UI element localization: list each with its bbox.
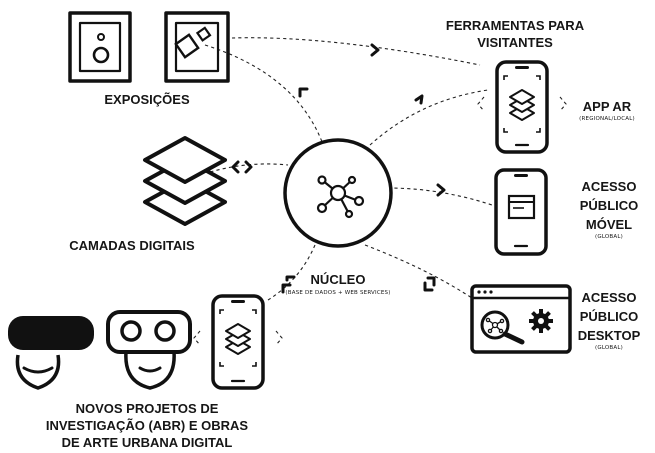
arrow-corner-icon-2	[426, 276, 436, 287]
connector-exposicoes-hub	[204, 44, 326, 151]
hub-title: NÚCLEO	[311, 272, 366, 287]
app-ar-node: APP AR (REGIONAL/LOCAL)	[477, 60, 635, 154]
arrow-right-icon-3	[436, 183, 446, 197]
app-ar-label: APP AR	[583, 99, 632, 114]
connector-hub-app-ar	[369, 89, 489, 146]
movel-line1: ACESSO	[582, 179, 637, 194]
movel-line2: PÚBLICO	[580, 198, 639, 213]
layers-icon	[143, 136, 227, 226]
ferramentas-line1: FERRAMENTAS PARA	[446, 18, 585, 33]
connector-hub-desktop	[364, 244, 476, 301]
desktop-line2: PÚBLICO	[580, 309, 639, 324]
arrow-corner-icon	[423, 281, 434, 292]
arrow-up-icon	[298, 87, 309, 98]
gear-icon	[529, 309, 553, 333]
arrow-corner-icon-4	[285, 275, 296, 282]
desktop-line1: ACESSO	[582, 290, 637, 305]
exposicoes-label: EXPOSIÇÕES	[104, 92, 190, 107]
arrow-corner-icon-3	[281, 283, 292, 294]
mobile-phone-icon	[494, 168, 548, 256]
ar-phone-icon	[477, 60, 567, 154]
desktop-line3: DESKTOP	[578, 328, 641, 343]
hub-subtitle: (BASE DE DADOS + WEB SERVICES)	[285, 290, 390, 296]
novos-node: NOVOS PROJETOS DE INVESTIGAÇÃO (ABR) E O…	[8, 294, 283, 450]
connector-arrows	[231, 43, 446, 294]
connector-exposicoes-visitantes	[231, 37, 481, 66]
app-ar-scope: (REGIONAL/LOCAL)	[579, 116, 635, 122]
arrow-up-right-icon	[414, 94, 424, 105]
desktop-scope: (GLOBAL)	[595, 345, 623, 351]
network-icon	[316, 175, 365, 219]
novos-line3: DE ARTE URBANA DIGITAL	[62, 435, 233, 450]
ar-field-left	[477, 96, 485, 112]
novos-line2: INVESTIGAÇÃO (ABR) E OBRAS	[46, 418, 249, 433]
arrow-left-icon	[231, 160, 240, 174]
ar-field-right	[559, 96, 567, 112]
camadas-label: CAMADAS DIGITAIS	[69, 238, 195, 253]
hub-node: NÚCLEO (BASE DE DADOS + WEB SERVICES)	[283, 138, 393, 296]
ferramentas-node: FERRAMENTAS PARA VISITANTES	[446, 18, 585, 50]
exhibit-panel-icon	[68, 11, 132, 83]
novos-line1: NOVOS PROJETOS DE	[76, 401, 219, 416]
exposicoes-node: EXPOSIÇÕES	[68, 11, 230, 107]
ferramentas-line2: VISITANTES	[477, 35, 553, 50]
connector-hub-novos	[267, 244, 316, 301]
movel-line3: MÓVEL	[586, 217, 632, 232]
magnifier-icon	[480, 310, 525, 345]
camadas-node: CAMADAS DIGITAIS	[69, 136, 227, 253]
desktop-window-icon	[470, 284, 572, 354]
arrow-right-icon	[370, 43, 380, 57]
movel-scope: (GLOBAL)	[595, 234, 623, 240]
desktop-node: ACESSO PÚBLICO DESKTOP (GLOBAL)	[470, 284, 641, 354]
exhibit-shapes-icon	[164, 11, 230, 83]
movel-node: ACESSO PÚBLICO MÓVEL (GLOBAL)	[494, 168, 639, 256]
vr-headset-icon	[8, 316, 94, 390]
cardboard-viewer-icon	[106, 310, 192, 390]
arrow-right-icon-2	[244, 160, 253, 174]
connector-hub-movel	[387, 187, 493, 206]
ar-phone-icon-2	[193, 294, 283, 390]
